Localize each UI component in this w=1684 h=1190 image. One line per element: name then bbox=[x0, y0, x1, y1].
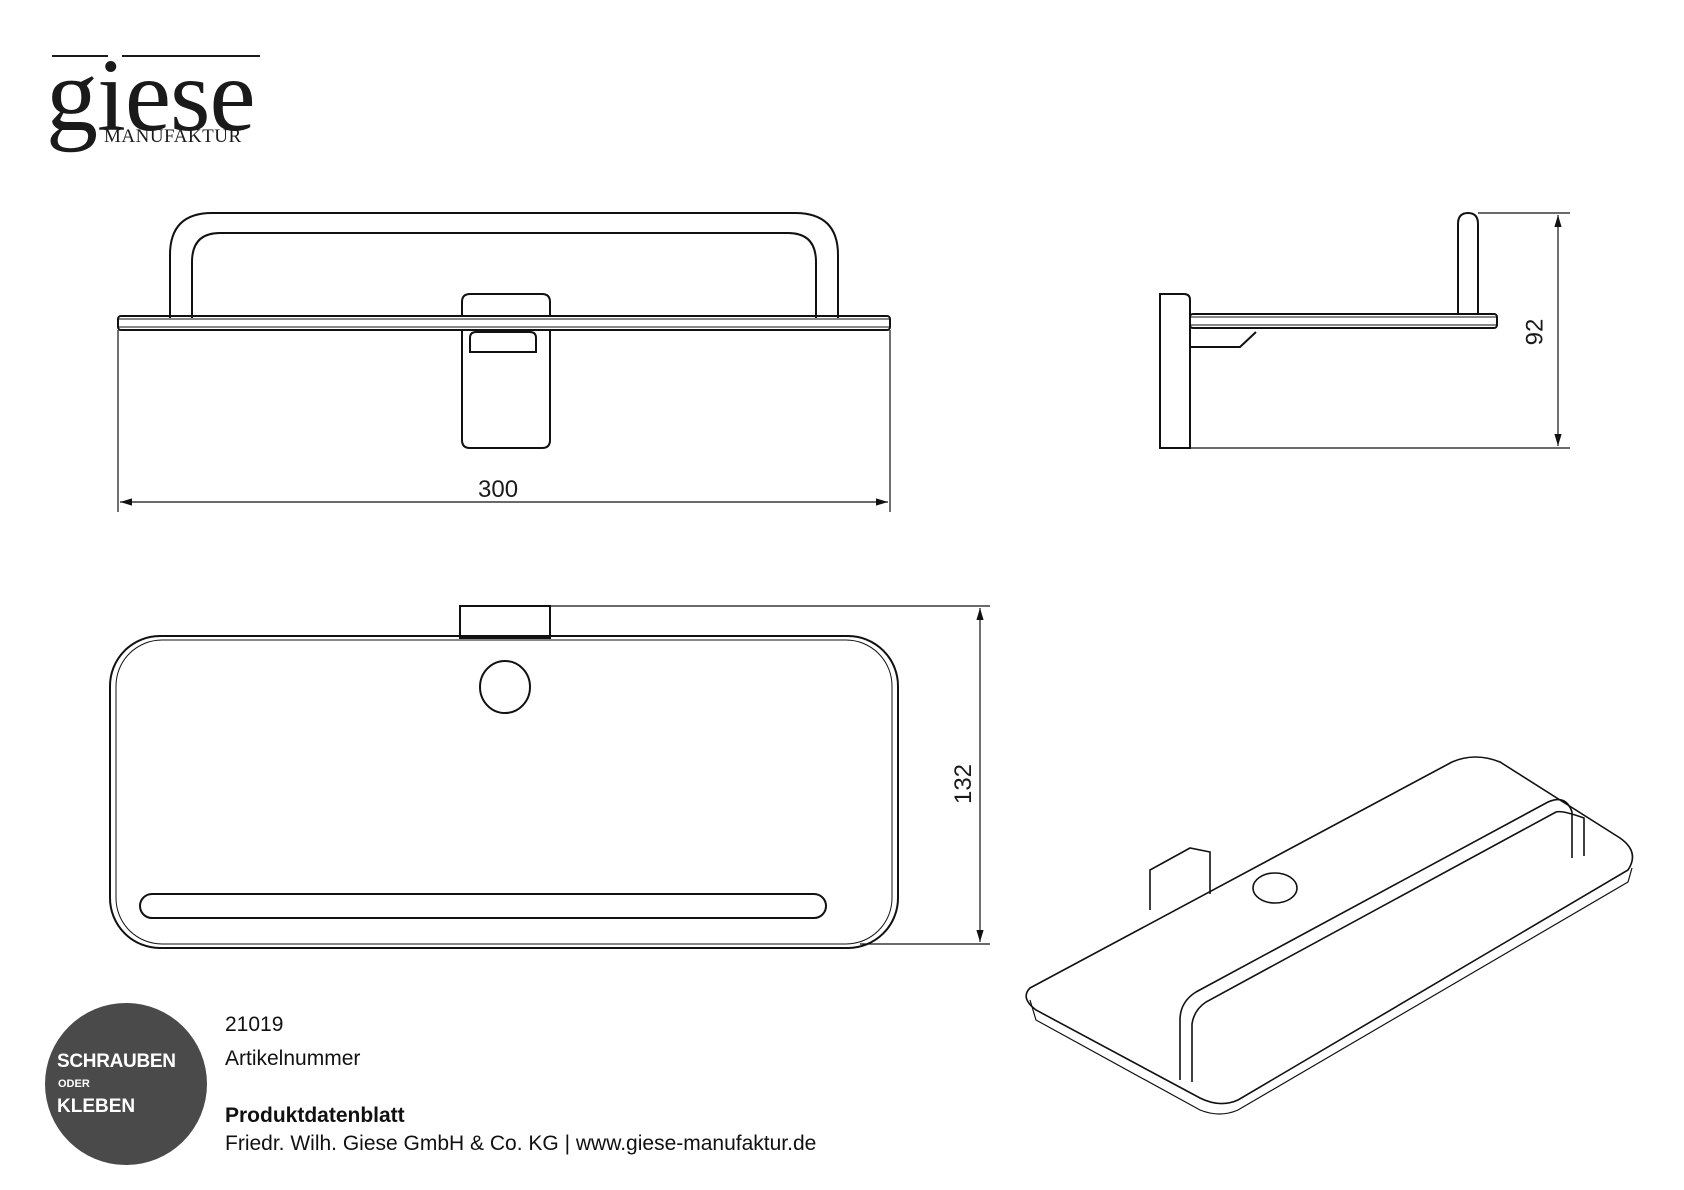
article-number: 21019 bbox=[225, 1013, 284, 1036]
badge-line-1: SCHRAUBEN bbox=[57, 1051, 176, 1072]
top-view bbox=[109, 605, 990, 949]
side-view-height-dimension: 92 bbox=[1521, 318, 1549, 346]
brand-logo-subtitle: MANUFAKTUR bbox=[104, 126, 242, 147]
company-line: Friedr. Wilh. Giese GmbH & Co. KG | www.… bbox=[225, 1132, 817, 1155]
front-view bbox=[117, 212, 891, 512]
side-view bbox=[1159, 211, 1570, 449]
logo-rule-left bbox=[52, 55, 108, 57]
document-title: Produktdatenblatt bbox=[225, 1104, 405, 1127]
mounting-badge: SCHRAUBEN ODER KLEBEN bbox=[45, 1003, 207, 1165]
top-view-depth-dimension: 132 bbox=[950, 763, 978, 805]
article-number-label: Artikelnummer bbox=[225, 1047, 361, 1070]
front-view-width-dimension: 300 bbox=[478, 476, 519, 503]
isometric-view bbox=[1025, 756, 1634, 1115]
badge-line-3: KLEBEN bbox=[57, 1096, 136, 1117]
badge-line-2: ODER bbox=[58, 1078, 90, 1090]
logo-rule-right bbox=[122, 55, 260, 57]
brand-logo-word: giese bbox=[46, 38, 256, 153]
